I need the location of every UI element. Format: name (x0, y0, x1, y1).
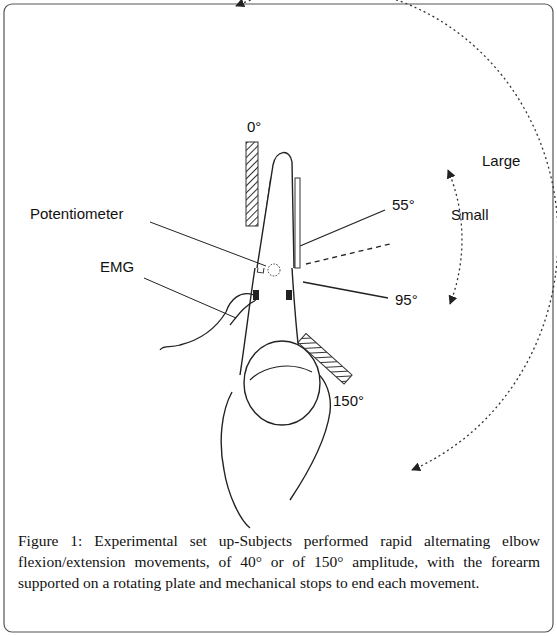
movement-label: Large (482, 152, 520, 170)
part-label: EMG (100, 258, 134, 276)
movement-label: Small (451, 206, 489, 224)
angle-label: 95° (395, 291, 418, 309)
angle-label: 0° (247, 118, 261, 136)
angle-label: 55° (392, 196, 415, 214)
figure-caption: Figure 1: Experimental set up-Subjects p… (18, 530, 540, 593)
part-label: Potentiometer (30, 205, 123, 223)
angle-label: 150° (333, 392, 364, 410)
